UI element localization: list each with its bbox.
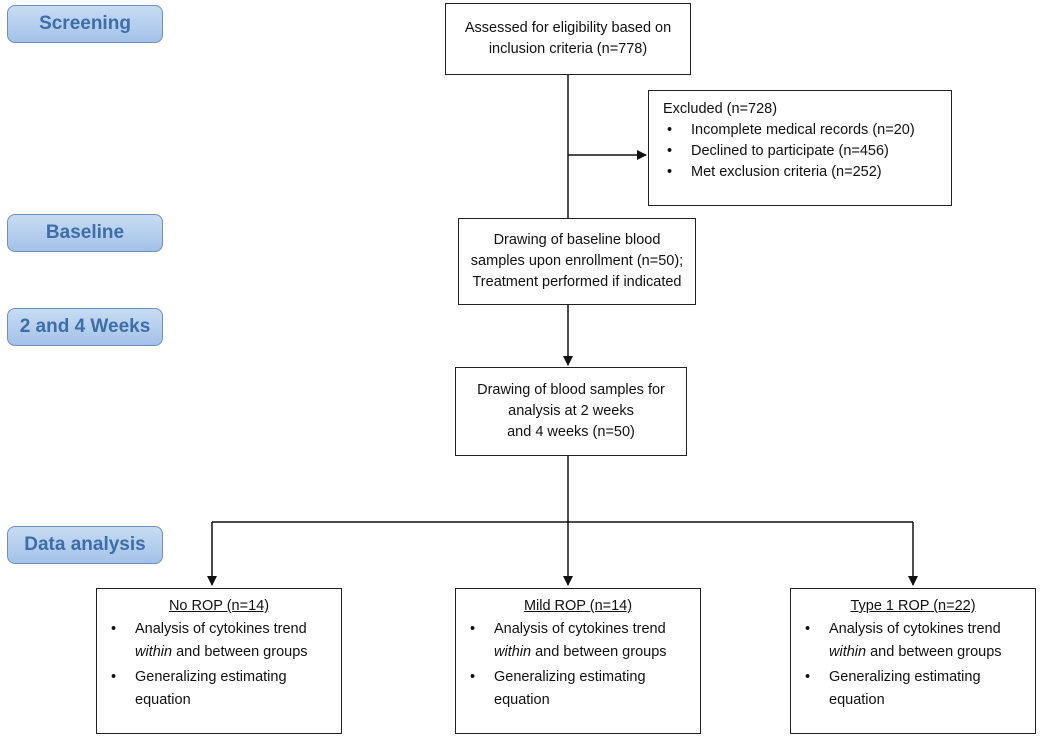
excluded-item: Incomplete medical records (n=20)	[663, 120, 937, 141]
group-item-emphasis: within	[135, 644, 173, 661]
group-item-text: and between groups	[172, 644, 308, 661]
group-item-cytokines: Analysis of cytokines trend within and b…	[107, 618, 331, 664]
group-mild-rop: Mild ROP (n=14) Analysis of cytokines tr…	[455, 588, 701, 734]
group-title: Type 1 ROP (n=22)	[850, 598, 976, 614]
group-list: Analysis of cytokines trend within and b…	[801, 618, 1025, 712]
assessed-line-2: inclusion criteria (n=778)	[488, 41, 648, 57]
group-item-text: Analysis of cytokines trend	[135, 621, 307, 638]
followup-line-3: and 4 weeks (n=50)	[507, 424, 635, 440]
group-list: Analysis of cytokines trend within and b…	[107, 618, 331, 712]
group-item-gee: Generalizing estimating equation	[107, 666, 331, 712]
baseline-line-2: samples upon enrollment (n=50);	[470, 252, 684, 269]
group-title: No ROP (n=14)	[168, 598, 270, 614]
stage-weeks: 2 and 4 Weeks	[7, 308, 163, 346]
group-item-cytokines: Analysis of cytokines trend within and b…	[801, 618, 1025, 664]
group-item-text: Analysis of cytokines trend	[494, 621, 666, 638]
baseline-box: Drawing of baseline blood samples upon e…	[458, 218, 696, 305]
excluded-title: Excluded (n=728)	[663, 101, 778, 117]
group-type1-rop: Type 1 ROP (n=22) Analysis of cytokines …	[790, 588, 1036, 734]
followup-line-1: Drawing of blood samples for	[477, 381, 665, 398]
group-item-text: equation	[494, 691, 550, 708]
baseline-line-1: Drawing of baseline blood	[493, 231, 661, 248]
group-item-text: Generalizing estimating	[829, 668, 981, 685]
excluded-list: Incomplete medical records (n=20) Declin…	[663, 120, 937, 183]
group-title: Mild ROP (n=14)	[523, 598, 633, 614]
excluded-item: Declined to participate (n=456)	[663, 141, 937, 162]
stage-screening: Screening	[7, 5, 163, 43]
followup-box: Drawing of blood samples for analysis at…	[455, 367, 687, 456]
group-item-emphasis: within	[494, 644, 532, 661]
assessed-line-1: Assessed for eligibility based on	[464, 19, 672, 36]
baseline-line-3: Treatment performed if indicated	[472, 274, 682, 290]
group-item-text: within and between groups	[135, 641, 331, 664]
group-item-text: Generalizing estimating	[135, 668, 287, 685]
group-list: Analysis of cytokines trend within and b…	[466, 618, 690, 712]
group-item-text: Analysis of cytokines trend	[829, 621, 1001, 638]
excluded-item: Met exclusion criteria (n=252)	[663, 162, 937, 183]
group-no-rop: No ROP (n=14) Analysis of cytokines tren…	[96, 588, 342, 734]
stage-data-analysis: Data analysis	[7, 526, 163, 564]
group-item-text: within and between groups	[829, 641, 1025, 664]
group-item-text: equation	[829, 691, 885, 708]
group-item-text: Generalizing estimating	[494, 668, 646, 685]
group-item-gee: Generalizing estimating equation	[466, 666, 690, 712]
assessed-box: Assessed for eligibility based on inclus…	[445, 3, 691, 75]
group-item-text: within and between groups	[494, 641, 690, 664]
group-item-text: and between groups	[866, 644, 1002, 661]
group-item-gee: Generalizing estimating equation	[801, 666, 1025, 712]
excluded-box: Excluded (n=728) Incomplete medical reco…	[648, 90, 952, 206]
stage-baseline: Baseline	[7, 214, 163, 252]
group-item-emphasis: within	[829, 644, 867, 661]
group-item-text: equation	[135, 691, 191, 708]
followup-line-2: analysis at 2 weeks	[508, 402, 634, 419]
group-item-cytokines: Analysis of cytokines trend within and b…	[466, 618, 690, 664]
group-item-text: and between groups	[531, 644, 667, 661]
